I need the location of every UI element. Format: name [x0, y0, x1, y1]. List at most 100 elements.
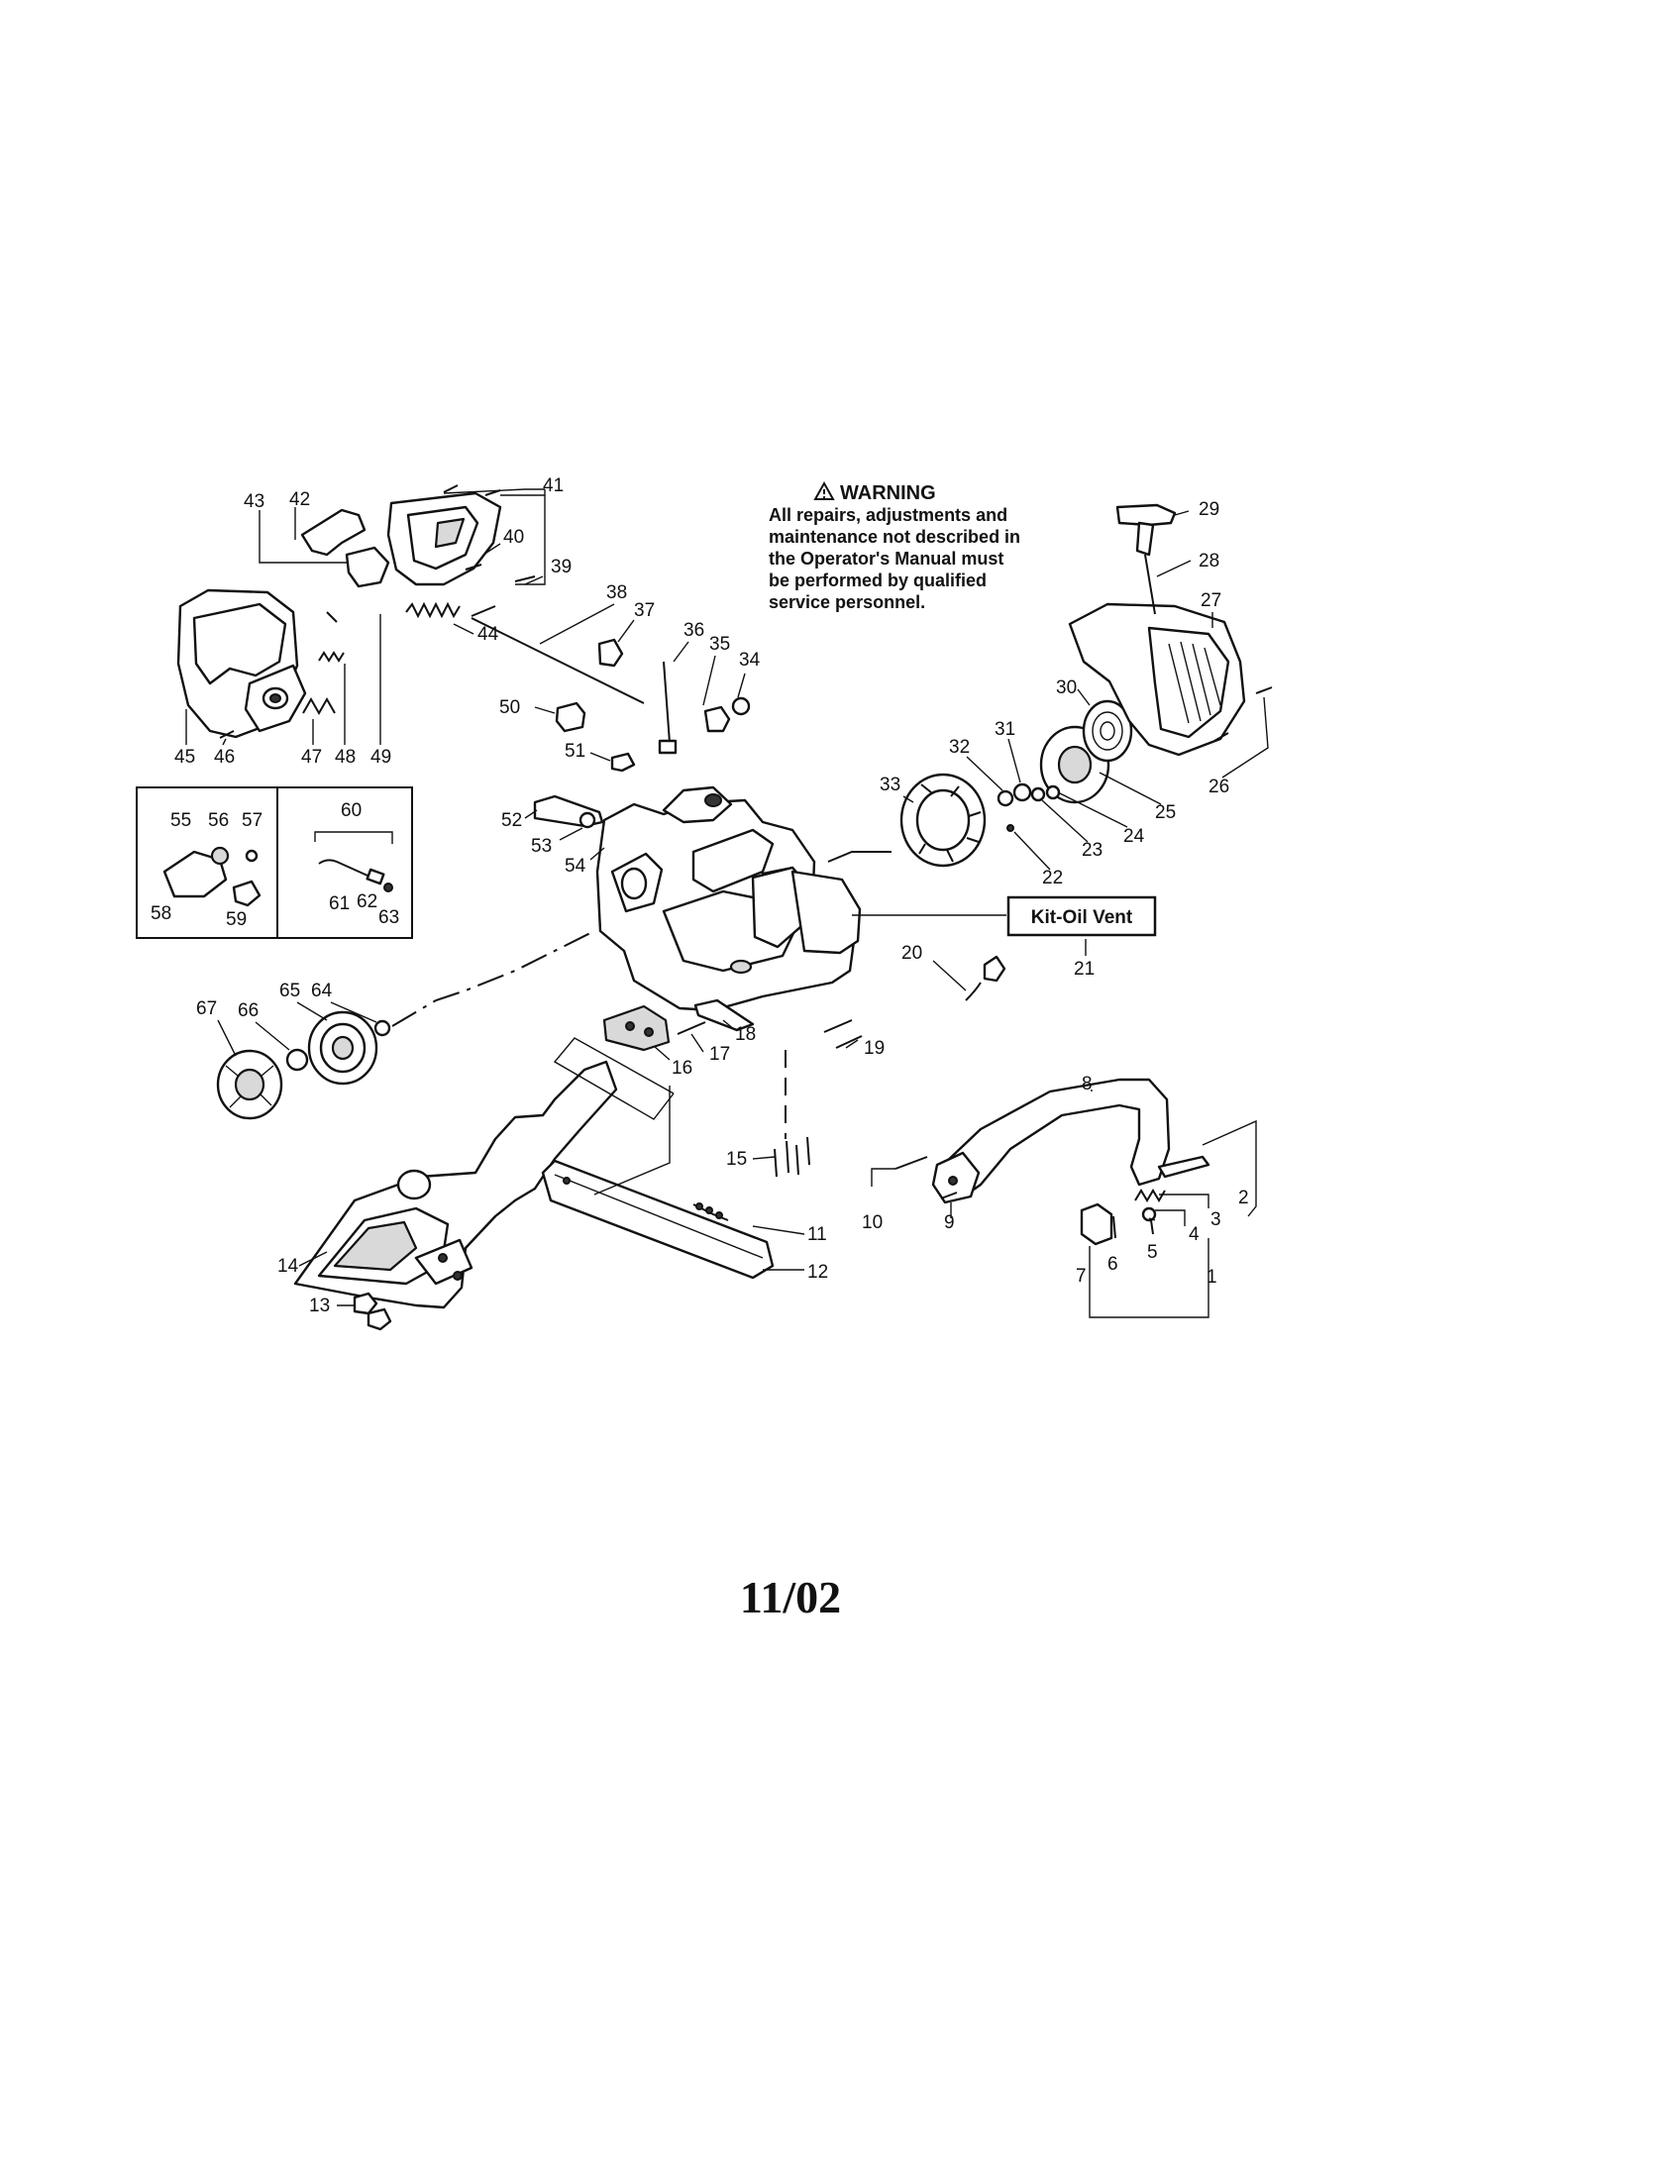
housing-grille-lines [1168, 641, 1221, 724]
part-61-hose [318, 859, 377, 881]
callout-7: 7 [1076, 1266, 1087, 1287]
part-58-oil-pump [162, 850, 228, 898]
rear-handle-group [176, 484, 645, 739]
av-spring-small-part [318, 651, 345, 663]
warning-line-1: All repairs, adjustments and [769, 505, 1007, 525]
leader [1155, 1209, 1186, 1226]
callout-34: 34 [739, 650, 761, 671]
leader [752, 1156, 776, 1160]
leader [453, 623, 474, 635]
warning-line-4: be performed by qualified [769, 571, 987, 590]
cover-boss-part [396, 1169, 432, 1200]
callout-19: 19 [864, 1038, 885, 1059]
callout-37: 37 [634, 600, 655, 621]
callout-23: 23 [1082, 840, 1102, 861]
revision-date: 11/02 [740, 1572, 841, 1622]
handle-inner-part [434, 517, 466, 549]
tank-section-part [790, 870, 862, 955]
mount-hole-center [269, 693, 281, 703]
pin-part [326, 611, 338, 623]
handle-stem-part [1135, 521, 1155, 557]
screw-part [806, 1136, 810, 1166]
leader [298, 1251, 328, 1267]
callout-24: 24 [1123, 826, 1145, 847]
cover-vent-part [333, 1220, 418, 1272]
leader [845, 1039, 859, 1049]
callout-58: 58 [151, 903, 171, 924]
part-12-guide-bar [541, 1159, 775, 1280]
kit-box-frame [1006, 895, 1157, 937]
screw-part [786, 1140, 789, 1174]
rod-bend-part [471, 605, 496, 617]
callout-1: 1 [1207, 1267, 1217, 1288]
side-cover-group [293, 1060, 618, 1331]
front-handle-group [894, 1078, 1210, 1246]
part-66-washer [285, 1048, 309, 1072]
warning-title: WARNING [840, 482, 936, 504]
callout-13: 13 [309, 1296, 330, 1316]
part-51-clip [610, 752, 636, 773]
leader [559, 827, 583, 841]
crankcase-web-part [691, 828, 775, 893]
drum-hub-part [331, 1035, 355, 1061]
leader [217, 1019, 237, 1057]
leader [1156, 560, 1192, 577]
part-19-stud [823, 1019, 853, 1033]
callout-28: 28 [1199, 551, 1219, 572]
leader [1099, 772, 1162, 805]
bar-hole-part [563, 1177, 571, 1185]
part-10-bolt [894, 1156, 928, 1170]
leader [330, 1001, 377, 1023]
callout-21: 21 [1074, 959, 1095, 980]
part-23-washer [1030, 786, 1046, 802]
chain-link [695, 1202, 703, 1210]
guide-bar-group [541, 1159, 775, 1280]
part-26-screw [1255, 686, 1273, 694]
bar-groove-line [554, 1174, 764, 1259]
callout-12: 12 [807, 1262, 828, 1283]
leader [932, 960, 967, 991]
warning-line-3: the Operator's Manual must [769, 549, 1003, 569]
leader [966, 756, 1003, 791]
leader [443, 488, 545, 494]
leader [1148, 1217, 1156, 1221]
part-37-grommet [597, 638, 624, 668]
callout-35: 35 [709, 634, 730, 655]
callout-57: 57 [242, 810, 262, 831]
screw-part [795, 1144, 799, 1176]
warning-block: WARNING All repairs, adjustments and mai… [769, 480, 1020, 612]
leader [673, 641, 689, 663]
screw-part [465, 564, 482, 571]
callout-49: 49 [370, 747, 391, 768]
assembly-line [593, 1086, 671, 1196]
callout-3: 3 [1210, 1209, 1221, 1230]
throttle-rod-part [471, 617, 645, 704]
callout-53: 53 [531, 836, 552, 857]
leader [902, 795, 914, 803]
cover-hole-part [453, 1271, 463, 1281]
callout-65: 65 [279, 981, 300, 1001]
callout-17: 17 [709, 1044, 730, 1065]
leader [1041, 799, 1089, 843]
part-36-rod [663, 661, 671, 744]
callout-14: 14 [277, 1256, 299, 1277]
leader [1013, 831, 1051, 871]
pulley-hub-part [1057, 745, 1093, 784]
assembly-line [391, 930, 595, 1027]
leader [524, 809, 538, 819]
part-19-stud [835, 1035, 863, 1049]
leader [1221, 696, 1269, 779]
kit-oil-vent-box: Kit-Oil Vent [1006, 895, 1157, 937]
clutch-group [216, 1010, 391, 1120]
part-26-screw [1213, 732, 1229, 742]
trigger-lockout-part [345, 546, 390, 588]
callout-59: 59 [226, 909, 247, 930]
callout-60: 60 [341, 800, 362, 821]
clutch-shoes-part [225, 1065, 274, 1108]
leader [690, 1033, 704, 1053]
screw-part [514, 575, 536, 582]
part-34-screw [731, 696, 751, 716]
leader [222, 738, 227, 746]
